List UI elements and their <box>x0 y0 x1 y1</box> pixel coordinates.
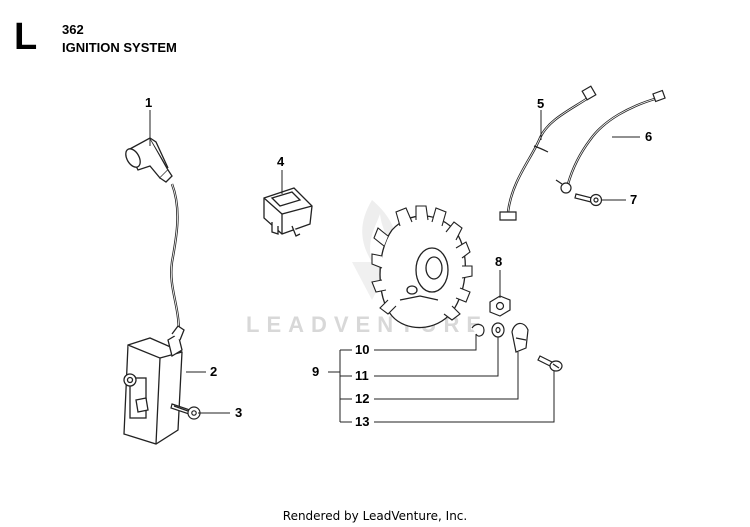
model-number: 362 <box>62 22 84 37</box>
callout-10: 10 <box>355 342 370 357</box>
callout-12: 12 <box>355 391 370 406</box>
ground-cable <box>555 89 666 194</box>
callout-1: 1 <box>145 95 153 110</box>
stop-switch <box>263 187 313 237</box>
callout-7: 7 <box>630 192 638 207</box>
flywheel <box>371 205 473 329</box>
callout-8: 8 <box>495 254 503 269</box>
callout-3: 3 <box>235 405 243 420</box>
flywheel-nut <box>489 295 511 317</box>
callout-2: 2 <box>210 364 218 379</box>
spark-plug-boot <box>125 137 173 183</box>
switch-cable <box>499 85 597 221</box>
starter-pawl <box>511 322 529 353</box>
leader-lines <box>149 110 640 423</box>
footer-credit: Rendered by LeadVenture, Inc. <box>282 509 468 523</box>
callout-9: 9 <box>312 364 320 379</box>
flywheel-key <box>471 323 485 337</box>
pawl-screw <box>537 355 563 372</box>
callout-6: 6 <box>645 129 653 144</box>
callout-13: 13 <box>355 414 370 429</box>
section-letter: L <box>14 16 38 58</box>
callout-4: 4 <box>277 154 285 169</box>
page-title: IGNITION SYSTEM <box>62 40 177 55</box>
cable-screw <box>574 193 603 207</box>
callout-11: 11 <box>355 368 369 383</box>
ignition-module <box>123 325 185 445</box>
callout-5: 5 <box>537 96 545 111</box>
washer <box>491 322 505 338</box>
